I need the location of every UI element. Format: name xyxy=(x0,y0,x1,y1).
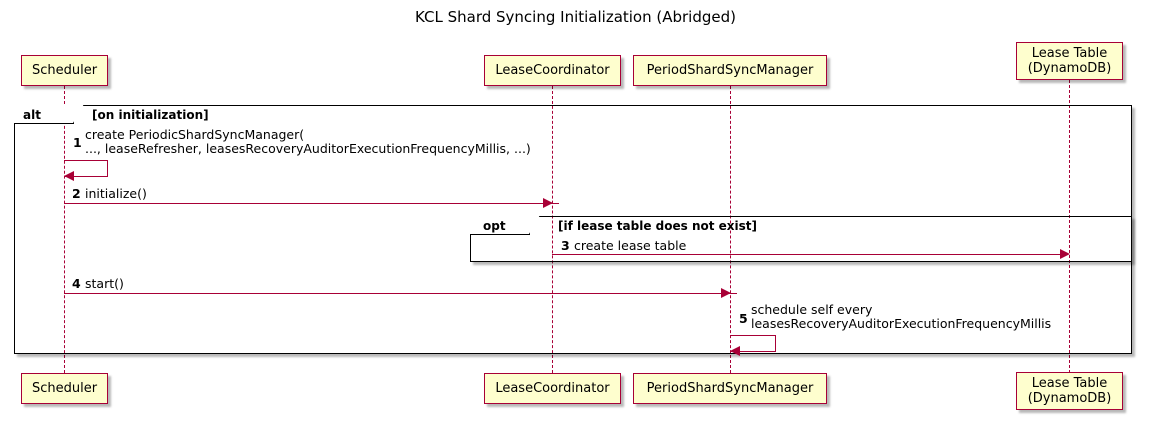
participant-label: Lease Table (DynamoDB) xyxy=(1027,376,1112,406)
participant-label: Lease Table (DynamoDB) xyxy=(1027,46,1112,76)
message-5-self-top xyxy=(730,335,776,336)
message-3-label: create lease table xyxy=(574,238,687,253)
participant-label: LeaseCoordinator xyxy=(495,381,610,396)
fragment-alt-tab xyxy=(14,104,84,124)
message-5-label: schedule self every leasesRecoveryAudito… xyxy=(751,302,1052,331)
message-1-arrowhead xyxy=(64,171,74,181)
message-5-number: 5 xyxy=(739,311,748,326)
lifeline-period-shard-sync-manager xyxy=(730,86,731,373)
message-2-arrowhead-main xyxy=(543,198,553,208)
lifeline-scheduler xyxy=(64,86,65,373)
participant-header-lease-coordinator[interactable]: LeaseCoordinator xyxy=(484,55,621,86)
participant-footer-lease-coordinator[interactable]: LeaseCoordinator xyxy=(484,373,621,404)
message-4-number: 4 xyxy=(72,276,81,291)
message-1-label: create PeriodicShardSyncManager( ..., le… xyxy=(85,127,531,156)
participant-footer-period-shard-sync-manager[interactable]: PeriodShardSyncManager xyxy=(633,373,827,404)
fragment-opt-type-label: opt xyxy=(483,219,506,233)
lifeline-lease-table xyxy=(1069,80,1070,373)
message-2-number: 2 xyxy=(72,186,81,201)
participant-label: Scheduler xyxy=(31,381,98,396)
message-3-arrowhead xyxy=(1060,249,1070,259)
message-4-label: start() xyxy=(85,276,124,291)
lifeline-lease-coordinator xyxy=(552,86,553,373)
participant-header-lease-table[interactable]: Lease Table (DynamoDB) xyxy=(1016,42,1123,80)
participant-header-scheduler[interactable]: Scheduler xyxy=(21,55,108,86)
message-4-line xyxy=(64,293,737,294)
participant-label: LeaseCoordinator xyxy=(495,63,610,78)
fragment-opt-tab xyxy=(470,215,540,235)
message-3-number: 3 xyxy=(561,238,570,253)
fragment-alt-condition: [on initialization] xyxy=(92,108,209,122)
message-5-arrowhead xyxy=(730,346,740,356)
message-4-arrowhead xyxy=(721,288,731,298)
message-3-line xyxy=(552,254,1060,255)
message-5-self-right xyxy=(775,335,776,351)
participant-label: Scheduler xyxy=(31,63,98,78)
message-5-self-bottom xyxy=(730,351,776,352)
participant-footer-lease-table[interactable]: Lease Table (DynamoDB) xyxy=(1016,372,1123,410)
message-1-self-top xyxy=(64,160,108,161)
participant-header-period-shard-sync-manager[interactable]: PeriodShardSyncManager xyxy=(633,55,827,86)
fragment-alt-type-label: alt xyxy=(23,108,41,122)
message-1-self-bottom xyxy=(64,176,108,177)
message-2-line xyxy=(64,203,559,204)
fragment-opt xyxy=(470,216,1132,262)
fragment-opt-condition: [if lease table does not exist] xyxy=(558,219,758,233)
participant-label: PeriodShardSyncManager xyxy=(646,381,814,396)
message-1-number: 1 xyxy=(73,135,82,150)
participant-label: PeriodShardSyncManager xyxy=(646,63,814,78)
participant-footer-scheduler[interactable]: Scheduler xyxy=(21,373,108,404)
message-2-label: initialize() xyxy=(85,186,147,201)
diagram-title: KCL Shard Syncing Initialization (Abridg… xyxy=(415,8,736,26)
message-1-self-right xyxy=(107,160,108,176)
